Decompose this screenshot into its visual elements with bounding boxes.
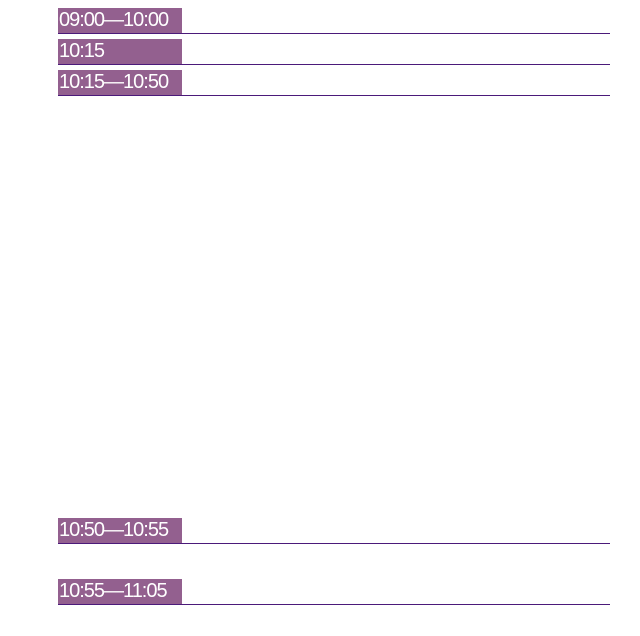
schedule-row: 09:00—10:00: [58, 8, 610, 34]
schedule-row: 10:55—11:05: [58, 579, 610, 605]
time-badge: 10:15: [58, 39, 182, 64]
schedule-row: 10:15—10:50: [58, 70, 610, 96]
time-badge: 10:50—10:55: [58, 518, 182, 543]
time-badge: 10:15—10:50: [58, 70, 182, 95]
time-badge: 10:55—11:05: [58, 579, 182, 604]
schedule-row: 10:50—10:55: [58, 518, 610, 544]
schedule-row: 10:15: [58, 39, 610, 65]
time-badge: 09:00—10:00: [58, 8, 182, 33]
